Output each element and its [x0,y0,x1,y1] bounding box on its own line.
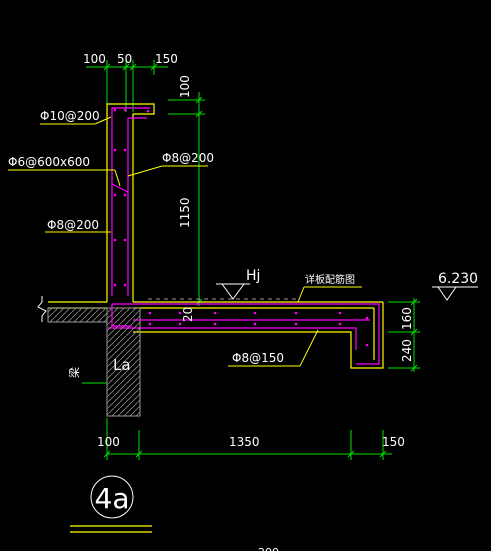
rebar-slab-bottom: Φ8@150 [232,351,284,365]
detail-label [70,475,152,533]
slab-note-leader [297,286,362,303]
rebar-wall-inner-2: Φ8@200 [47,218,99,232]
cut-text: 200 [258,546,279,551]
slab-rebar [108,303,380,365]
vdim-beam-240: 240 [400,339,414,362]
right-vertical-dimension [388,298,420,372]
rebar-wall-tie: Φ6@600x600 [8,155,90,169]
bottom-dim-150: 150 [382,435,405,449]
hj-symbol [216,283,250,300]
vdim-wall-1150: 1150 [178,197,192,228]
anchor-rebar [111,304,132,327]
slab-concrete [48,301,384,369]
slab-note: 详板配筋图 [305,273,355,286]
hj-label: Hj [246,268,260,284]
vdim-top-100: 100 [178,75,192,98]
break-symbol [37,296,47,322]
vdim-slab-offset: 20 [181,307,195,322]
bottom-dimension [103,418,392,460]
wall-rebar [111,107,150,296]
wall-concrete [106,103,155,302]
top-dimension [86,60,168,112]
top-dim-150: 150 [155,52,178,66]
beam-label: 梁 [67,367,81,378]
rebar-wall-inner: Φ8@200 [162,151,214,165]
elevation-marker [432,286,478,301]
wall-rebar-dots [113,108,150,287]
elevation-value: 6.230 [438,271,478,287]
rebar-leaders [8,116,319,367]
detail-id: 4a [95,482,130,515]
rebar-wall-outer: Φ10@200 [40,109,100,123]
vdim-slab-160: 160 [400,307,414,330]
bottom-dim-100: 100 [97,435,120,449]
anchor-label: La [113,356,131,374]
bottom-dim-1350: 1350 [229,435,260,449]
slab-rebar-dots [148,311,369,347]
top-dim-100: 100 [83,52,106,66]
top-dim-50: 50 [117,52,132,66]
